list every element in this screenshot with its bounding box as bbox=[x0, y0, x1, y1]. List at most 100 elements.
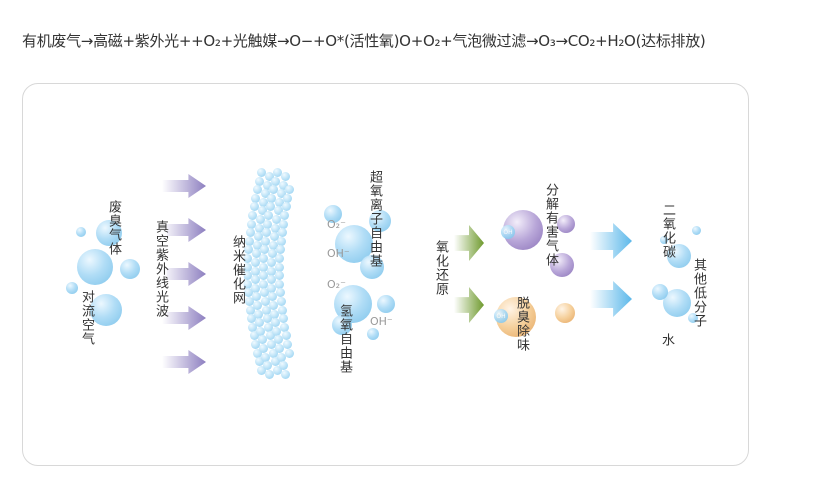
net-node bbox=[276, 236, 286, 246]
net-node bbox=[251, 283, 261, 293]
net-node bbox=[257, 335, 267, 345]
bubble bbox=[120, 259, 140, 279]
net-node bbox=[257, 365, 266, 375]
net-node bbox=[259, 279, 269, 289]
net-node bbox=[267, 249, 277, 259]
net-node bbox=[245, 228, 255, 238]
net-node bbox=[248, 322, 258, 332]
net-node bbox=[273, 168, 282, 177]
net-node bbox=[243, 254, 253, 263]
bubble bbox=[377, 295, 395, 313]
net-node bbox=[243, 262, 253, 272]
decompose-label: 分解有害气体 bbox=[543, 183, 558, 267]
net-node bbox=[249, 202, 259, 212]
net-node bbox=[283, 193, 293, 203]
water-label: 水 bbox=[659, 333, 674, 347]
net-node bbox=[273, 365, 282, 375]
net-node bbox=[275, 245, 285, 255]
net-node bbox=[259, 344, 269, 353]
net-node bbox=[249, 331, 259, 341]
redox-label: 氧化还原 bbox=[433, 240, 448, 296]
net-node bbox=[280, 322, 290, 332]
net-node bbox=[251, 266, 261, 276]
net-node bbox=[278, 219, 288, 229]
net-node bbox=[272, 326, 282, 336]
net-node bbox=[267, 283, 277, 293]
net-node bbox=[278, 314, 288, 324]
net-node bbox=[244, 297, 254, 306]
bubble bbox=[667, 244, 691, 268]
net-node bbox=[285, 348, 295, 358]
net-node bbox=[267, 266, 277, 276]
net-node bbox=[243, 271, 253, 281]
net-node bbox=[246, 314, 256, 324]
net-node bbox=[275, 271, 285, 281]
net-node bbox=[267, 193, 277, 203]
net-node bbox=[248, 211, 258, 220]
net-node bbox=[261, 352, 271, 362]
net-node bbox=[271, 176, 281, 186]
superoxide-label: 超氧离子自由基 bbox=[367, 170, 382, 268]
net-node bbox=[279, 361, 289, 371]
net-node bbox=[275, 262, 285, 272]
net-node bbox=[273, 335, 283, 345]
net-node bbox=[265, 172, 274, 181]
net-node bbox=[257, 168, 266, 177]
net-node bbox=[260, 297, 270, 306]
deodorize-label: 脱臭除味 bbox=[514, 296, 529, 352]
net-node bbox=[252, 240, 262, 250]
net-node bbox=[275, 288, 285, 298]
nano-catalyst-net bbox=[243, 168, 295, 379]
bubble bbox=[660, 236, 668, 244]
ion-o2-label: O₂⁻ bbox=[327, 218, 346, 231]
net-node bbox=[261, 189, 271, 199]
net-node bbox=[254, 223, 264, 233]
bubble bbox=[652, 284, 668, 300]
ion-oh-label: OH⁻ bbox=[327, 247, 350, 260]
net-node bbox=[276, 297, 286, 306]
net-node bbox=[270, 223, 280, 233]
net-node bbox=[259, 271, 269, 281]
co2-label: 二氧化碳 bbox=[660, 203, 675, 259]
net-node bbox=[246, 219, 256, 229]
net-node bbox=[275, 254, 285, 263]
net-node bbox=[256, 326, 266, 336]
net-node bbox=[271, 357, 281, 367]
net-node bbox=[243, 288, 253, 298]
net-node bbox=[254, 318, 264, 328]
net-node bbox=[264, 211, 274, 220]
net-node bbox=[264, 322, 274, 332]
bubble bbox=[324, 205, 342, 223]
net-node bbox=[261, 305, 271, 315]
ion-oh-label: OH⁻ bbox=[370, 315, 393, 328]
net-node bbox=[253, 348, 263, 358]
net-node bbox=[260, 236, 270, 246]
net-node bbox=[267, 258, 277, 267]
diagram-panel bbox=[22, 83, 749, 466]
net-node bbox=[277, 228, 287, 238]
net-node bbox=[243, 279, 253, 289]
net-node bbox=[259, 288, 269, 298]
bubble bbox=[66, 282, 78, 294]
net-node bbox=[277, 352, 287, 362]
net-node bbox=[245, 305, 255, 315]
hydroxyl-label: 氢氧自由基 bbox=[337, 304, 352, 374]
waste-gas-label: 废臭气体 bbox=[106, 200, 121, 256]
net-node bbox=[267, 292, 277, 302]
harmful-gas-molecule bbox=[557, 215, 575, 233]
bubble bbox=[360, 255, 384, 279]
bubble bbox=[367, 328, 379, 340]
ion-o2-label: O₂⁻ bbox=[327, 278, 346, 291]
uv-label: 真空紫外线光波 bbox=[153, 220, 168, 318]
oh-bubble: OH bbox=[501, 225, 515, 239]
net-node bbox=[277, 189, 287, 199]
net-node bbox=[253, 185, 263, 195]
net-node bbox=[255, 357, 265, 367]
net-node bbox=[252, 301, 262, 310]
bubble bbox=[76, 227, 86, 237]
net-node bbox=[275, 344, 285, 353]
net-node bbox=[257, 206, 267, 216]
net-node bbox=[277, 305, 287, 315]
net-node bbox=[251, 292, 261, 302]
net-node bbox=[265, 369, 274, 379]
